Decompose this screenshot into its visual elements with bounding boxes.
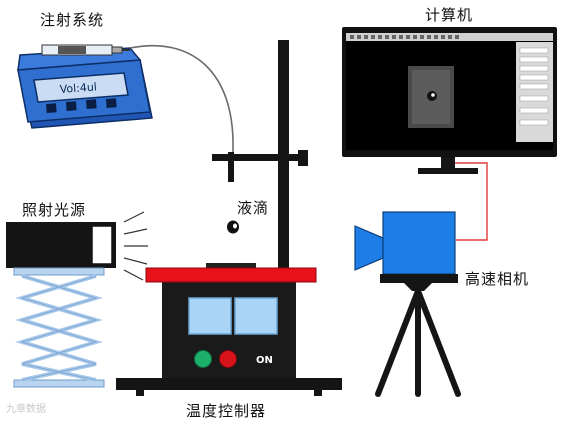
light-source-icon [6,211,148,281]
red-button[interactable] [219,350,237,368]
label-high-speed-camera: 高速相机 [465,270,529,288]
controller-screen-left [188,297,232,335]
droplet-icon [227,220,239,234]
power-switch-label: ON [256,355,273,366]
lift-stand-icon [13,267,105,388]
camera-cable [455,162,488,241]
label-temperature-controller: 温度控制器 [186,402,266,420]
pump-display-text: Vol:4ul [59,80,97,96]
heating-plate [145,267,317,283]
green-button[interactable] [194,350,212,368]
retort-stand-icon [212,40,308,272]
label-injection-system: 注射系统 [40,11,104,29]
camera-icon [354,211,458,283]
feed-tube [129,44,234,178]
monitor-icon [342,27,557,174]
controller-screen-right [234,297,278,335]
temperature-controller: ON [116,263,342,396]
label-droplet: 液滴 [237,199,269,217]
watermark: 九章数据 [6,402,46,415]
label-light-source: 照射光源 [22,201,86,219]
tripod-icon [375,283,461,397]
label-computer: 计算机 [425,6,473,24]
syringe-pump-icon: Vol:4ul [17,44,153,129]
